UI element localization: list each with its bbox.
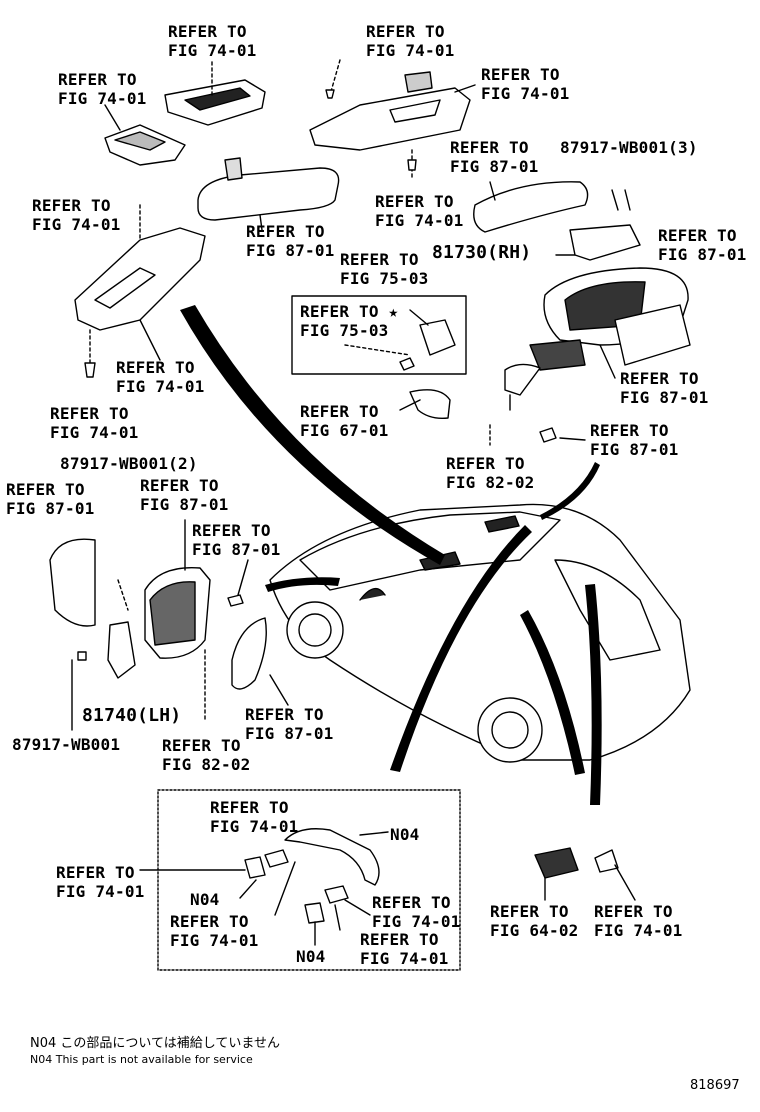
leader-sweeps [180,305,602,805]
part-number-87917-wb001[interactable]: 87917-WB001 [12,735,121,754]
part-number-87917-wb001-3[interactable]: 87917-WB001(3) [560,138,698,157]
part-n04-cap-left[interactable]: N04 [190,890,220,909]
diagram-code: 818697 [690,1078,740,1093]
inner-rear-view-mirror-part [197,157,340,221]
sun-visor-rh-part [309,59,471,179]
switch-and-clip-parts [534,847,619,879]
part-number-81730-rh[interactable]: 81730(RH) [432,242,532,263]
mirror-cover-garnish-rh-part [473,181,589,233]
outer-mirror-lh-assy-part [49,538,267,721]
visor-holder-cover-part [164,61,266,126]
sun-visor-lh-part [74,204,206,378]
lamp-lens-part [409,389,451,420]
note-en: N04 This part is not available for servi… [30,1053,253,1066]
part-number-81740-lh[interactable]: 81740(LH) [82,705,182,726]
part-n04-grip[interactable]: N04 [390,825,420,844]
visor-clip-part [104,124,186,166]
part-number-87917-wb001-2[interactable]: 87917-WB001(2) [60,454,198,473]
inset-ref-label[interactable]: REFER TO ★FIG 75-03 [300,302,399,340]
part-n04-cap-right[interactable]: N04 [296,947,326,966]
assist-grip-inset-box [157,789,461,971]
outer-mirror-rh-assy-part [489,224,691,446]
note-jp: N04 この部品については補給していません [30,1036,280,1051]
inset-detail-box [291,295,467,375]
leader-lines [71,84,636,946]
